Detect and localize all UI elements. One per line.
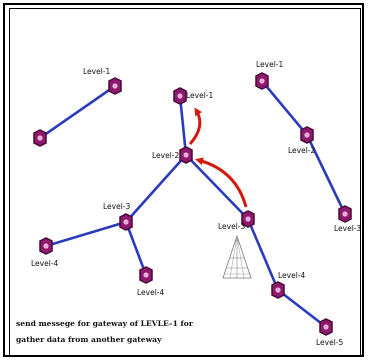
edge-right-l2-l3 xyxy=(305,134,347,215)
edge-l4-l5 xyxy=(277,288,327,329)
edge-topleft xyxy=(39,84,116,140)
edge-left-l3-l4 xyxy=(45,220,127,248)
gateway-node-icon xyxy=(173,87,187,105)
gateway-node-icon xyxy=(271,281,285,299)
caption-line-1: send messege for gateway of LEVLE–1 for xyxy=(16,319,193,328)
node-label-left-level3: Level-3 xyxy=(103,202,131,211)
node-label-right-level2: Level-2 xyxy=(288,146,316,155)
gateway-node-icon xyxy=(319,318,333,336)
node-label-right-level1: Level-1 xyxy=(256,60,284,69)
edge-l2-mid-l3 xyxy=(185,154,249,220)
edges xyxy=(39,80,347,329)
gateway-node-icon xyxy=(241,210,255,228)
gateway-node-icon xyxy=(139,266,153,284)
arrow-to-level2 xyxy=(195,157,248,208)
gateway-node-icon xyxy=(179,146,193,164)
diagram-panel xyxy=(9,8,361,356)
node-label-left-level4: Level-4 xyxy=(31,259,59,268)
node-label-mid-level3: Level-3 xyxy=(218,222,246,231)
node-label-bottom-level5: Level-5 xyxy=(316,338,344,347)
diagram-caption: send messege for gateway of LEVLE–1 for … xyxy=(16,316,346,348)
gateway-node-icon xyxy=(119,213,133,231)
gateway-node-icon xyxy=(33,129,47,147)
node-label-right-level3: Level-3 xyxy=(334,224,362,233)
node-label-topleft-level1: Level-1 xyxy=(83,67,111,76)
nodes xyxy=(33,72,352,336)
pyramid-icon xyxy=(222,234,252,279)
caption-line-2: gather data from another gateway xyxy=(16,335,162,344)
node-label-bottom-level4: Level-4 xyxy=(137,288,165,297)
gateway-node-icon xyxy=(39,237,53,255)
edge-l2-left-l3 xyxy=(125,154,187,223)
gateway-node-icon xyxy=(255,72,269,90)
gateway-node-icon xyxy=(338,205,352,223)
node-label-center-level2: Level-2 xyxy=(152,151,180,160)
edge-left-l3-bottom-l4 xyxy=(124,221,148,276)
node-label-mid-level4: Level-4 xyxy=(278,271,306,280)
edge-mid-l3-l4 xyxy=(246,218,280,291)
gateway-node-icon xyxy=(300,126,314,144)
edge-right-l1-l2 xyxy=(261,80,308,136)
arrow-to-level1 xyxy=(188,107,203,145)
edge-center-l1-l2 xyxy=(178,95,188,156)
gateway-node-icon xyxy=(108,77,122,95)
node-label-center-level1: Level-1 xyxy=(186,91,214,100)
